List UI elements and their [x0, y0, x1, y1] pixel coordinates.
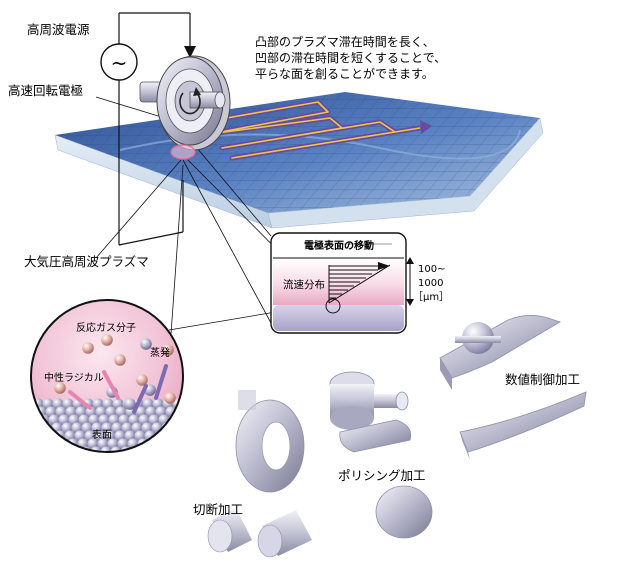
surface-atom: [31, 446, 32, 452]
surface-atom: [50, 446, 62, 452]
neutral-radical-label: 中性ラジカル: [44, 371, 104, 384]
surface-atom: [178, 414, 183, 426]
gas-molecule: [124, 398, 136, 410]
inset-box-title: 電極表面の移動: [304, 239, 374, 252]
surface-atom: [177, 438, 183, 450]
surface-atom: [191, 422, 202, 433]
surface-atom: [10, 446, 21, 457]
radical-arrow-icon: [68, 390, 92, 410]
scan-path: [169, 99, 432, 161]
polishing-sample: [329, 371, 433, 539]
surface-atom: [150, 446, 162, 452]
electrode-label: 高速回転電極: [8, 83, 83, 98]
evaporation-arrow-icon: [132, 384, 148, 414]
evaporation-label: 蒸発: [150, 346, 170, 359]
surface-atom: [31, 398, 34, 410]
polishing-label: ポリシング加工: [338, 468, 426, 483]
cutting-sample: [207, 390, 312, 558]
gas-molecule: [101, 334, 113, 346]
surface-atom: [188, 414, 199, 425]
circuit-arrow-icon: [184, 46, 196, 58]
surface-atom: [164, 430, 176, 442]
surface-atom: [175, 406, 183, 418]
boundary-zoom-marker: [325, 298, 341, 314]
surface-atom: [31, 422, 33, 434]
workpiece-plate: [54, 92, 544, 229]
description-line-1: 凸部のプラズマ滞在時間を長く、: [255, 34, 435, 49]
ac-symbol: ~: [111, 51, 128, 75]
flow-profile: [328, 262, 391, 304]
gas-molecule: [54, 382, 66, 394]
surface-atom: [185, 406, 196, 417]
radical-arrow-icon: [102, 370, 120, 400]
rotation-arrow-icon: [193, 87, 201, 96]
plasma-region-marker: [170, 144, 196, 160]
surface-atom: [157, 438, 169, 450]
gas-molecule: [114, 354, 126, 366]
surface-atom: [31, 406, 37, 418]
surface-atom: [31, 422, 43, 434]
evaporation-arrow-icon: [154, 364, 168, 400]
gas-molecule: [140, 338, 152, 350]
description-line-2: 凹部の滞在時間を短くすることで、: [255, 50, 446, 65]
inset-box: [270, 232, 407, 334]
gap-value-min: 100~: [418, 264, 445, 275]
surface-atom: [47, 438, 59, 450]
surface-atom: [192, 398, 203, 409]
ac-source-icon: [100, 43, 138, 81]
gap-dimension: [406, 257, 414, 306]
rf-circuit: [118, 12, 191, 246]
plasma-label: 大気圧高周波プラズマ: [24, 254, 149, 269]
rotating-electrode: [139, 55, 231, 151]
surface-atom: [14, 430, 25, 441]
surface-atom: [195, 406, 206, 417]
surface-atom: [174, 430, 183, 442]
surface-atom: [40, 446, 52, 452]
surface-atom: [60, 446, 72, 452]
surface-atom: [44, 430, 56, 442]
reactive-gas-label: 反応ガス分子: [76, 321, 136, 334]
surface-atom: [31, 446, 42, 452]
rf-source-label: 高周波電源: [27, 22, 90, 37]
surface-atom: [18, 414, 29, 425]
surface-atom: [31, 438, 39, 450]
surface-atom: [181, 422, 183, 434]
surface-atom: [182, 398, 183, 410]
surface-atom: [167, 438, 179, 450]
nc-machining-sample: [439, 315, 587, 460]
gap-unit: ［μm］: [413, 291, 449, 303]
surface-atom: [31, 430, 36, 442]
surface-atom: [160, 446, 172, 452]
surface-atom: [31, 414, 40, 426]
surface-atom: [187, 438, 198, 449]
surface-atom: [34, 430, 46, 442]
surface-label: 表面: [92, 428, 112, 441]
description-line-3: 平らな面を創ることができます。: [255, 66, 434, 81]
surface-atom: [37, 438, 49, 450]
nc-machining-label: 数値制御加工: [505, 372, 580, 387]
surface-atom: [170, 446, 182, 452]
surface-atom: [180, 446, 183, 452]
surface-atom: [184, 430, 195, 441]
gap-value-max: 1000: [418, 278, 443, 289]
gas-molecule: [164, 392, 176, 404]
gas-molecule: [162, 344, 174, 356]
scan-arrow-icon: [420, 120, 432, 134]
gas-molecule: [136, 374, 148, 386]
cutting-label: 切断加工: [193, 502, 243, 517]
surface-atom: [154, 430, 166, 442]
flow-distribution-label: 流速分布: [283, 278, 325, 291]
surface-atom: [17, 438, 28, 449]
gas-molecule: [82, 342, 94, 354]
surface-atom: [140, 446, 152, 452]
surface-atom: [171, 422, 183, 434]
